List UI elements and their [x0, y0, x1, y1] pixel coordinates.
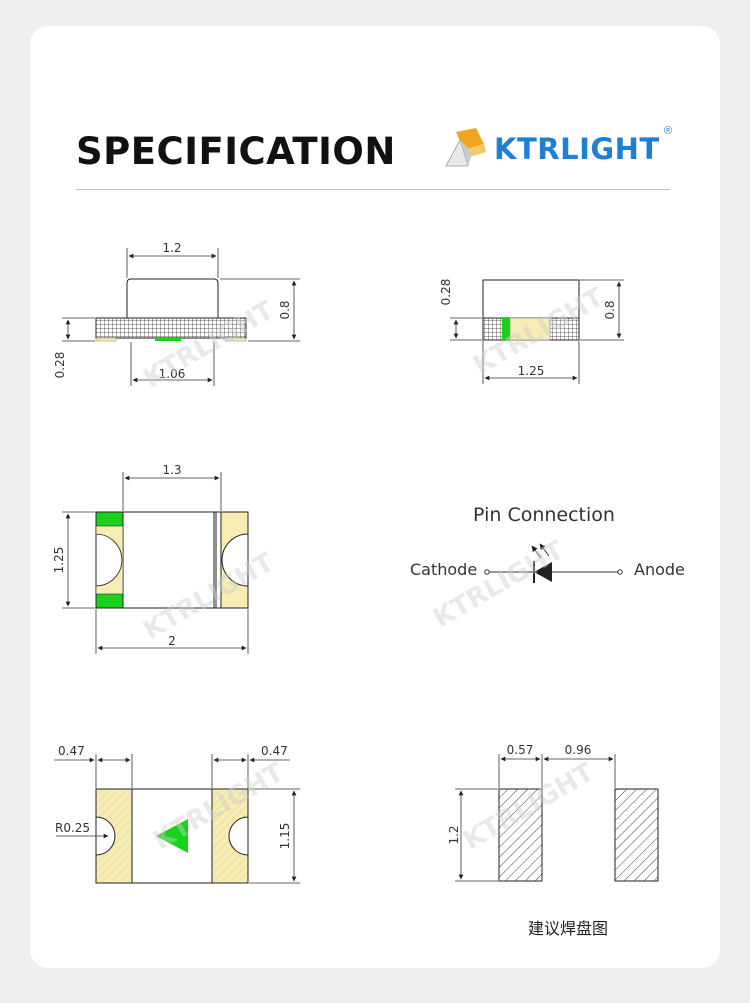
bottom-radius-label: R0.25: [55, 821, 90, 835]
bottom-height-label: 1.15: [278, 823, 292, 850]
bottom-view-drawing: [54, 754, 300, 884]
registered-mark: ®: [664, 125, 673, 137]
header-divider: [76, 189, 670, 190]
cathode-label: Cathode: [410, 560, 477, 579]
solder-pad-gap-label: 0.96: [565, 743, 592, 757]
led-diode-symbol-icon: [484, 543, 623, 583]
brand-name: KTRLIGHT: [494, 132, 660, 166]
bottom-right-pad-label: 0.47: [261, 744, 288, 758]
end-height-label: 0.8: [603, 300, 617, 319]
end-width-label: 1.25: [518, 364, 545, 378]
watermark-logo: KTRLIGHT: [429, 535, 570, 634]
side-view-drawing: [62, 248, 300, 386]
solder-pad-height-label: 1.2: [447, 825, 461, 844]
side-top-width-label: 1.2: [162, 241, 181, 255]
brand-logo: KTRLIGHT ®: [442, 122, 682, 174]
top-view-drawing: [62, 472, 249, 654]
anode-label: Anode: [634, 560, 685, 579]
side-base-height-label: 0.28: [53, 352, 67, 379]
top-height-label: 1.25: [52, 547, 66, 574]
recommended-pad-caption: 建议焊盘图: [528, 919, 609, 938]
side-height-label: 0.8: [278, 300, 292, 319]
solder-pad-drawing: [455, 754, 659, 882]
pin-connection-title: Pin Connection: [473, 504, 615, 526]
side-pad-width-label: 1.06: [159, 367, 186, 381]
top-length-label: 2: [168, 634, 176, 648]
top-lens-width-label: 1.3: [162, 463, 181, 477]
end-view-drawing: [450, 279, 624, 384]
end-base-height-label: 0.28: [439, 279, 453, 306]
polarity-mark-icon: [156, 819, 188, 853]
page-title: SPECIFICATION: [76, 130, 396, 173]
solder-pad-width-label: 0.57: [507, 743, 534, 757]
bottom-left-pad-label: 0.47: [58, 744, 85, 758]
logo-icon: [445, 128, 486, 167]
